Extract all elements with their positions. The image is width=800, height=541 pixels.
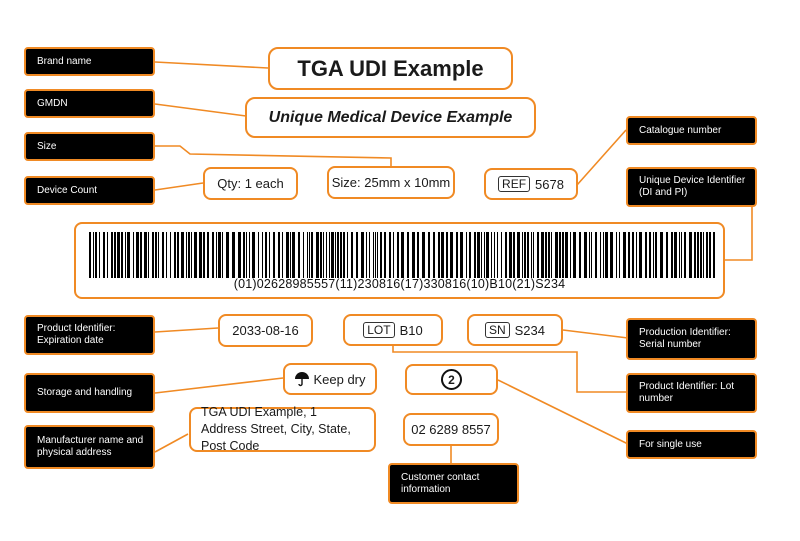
label-udi: Unique Device Identifier (DI and PI): [626, 167, 757, 207]
label-single-use: For single use: [626, 430, 757, 459]
label-catalogue-number-text: Catalogue number: [639, 124, 722, 136]
label-lot-number: Product Identifier: Lot number: [626, 373, 757, 413]
qty-text: Qty: 1 each: [217, 176, 284, 191]
expiry-text: 2033-08-16: [232, 323, 299, 338]
label-device-count: Device Count: [24, 176, 155, 205]
sn-symbol: SN: [484, 322, 510, 338]
do-not-reuse-icon: 2: [441, 369, 462, 390]
label-serial-number-text: Production Identifier: Serial number: [639, 327, 731, 350]
label-expiration-date: Product Identifier: Expiration date: [24, 315, 155, 355]
udi-barcode: (01)02628985557(11)230816(17)330816(10)B…: [74, 222, 725, 299]
label-udi-text: Unique Device Identifier (DI and PI): [639, 175, 746, 198]
brand-field: TGA UDI Example: [268, 47, 513, 90]
label-brand-name: Brand name: [24, 47, 155, 76]
phone-text: 02 6289 8557: [411, 422, 491, 437]
address-text: TGA UDI Example, 1 Address Street, City,…: [201, 405, 351, 453]
barcode-hri-text: (01)02628985557(11)230816(17)330816(10)B…: [233, 277, 566, 291]
lot-symbol: LOT: [363, 322, 395, 338]
sn-field: SN S234: [467, 314, 563, 346]
label-storage-handling-text: Storage and handling: [37, 387, 133, 398]
keep-dry-field: Keep dry: [283, 363, 377, 395]
label-catalogue-number: Catalogue number: [626, 116, 757, 145]
label-gmdn-text: GMDN: [37, 97, 68, 109]
label-lot-number-text: Product Identifier: Lot number: [639, 381, 735, 404]
size-field: Size: 25mm x 10mm: [327, 166, 455, 199]
label-device-count-text: Device Count: [37, 184, 98, 196]
sn-value: S234: [514, 322, 546, 338]
gmdn-field: Unique Medical Device Example: [245, 97, 536, 138]
ref-value: 5678: [535, 176, 564, 192]
keep-dry-text: Keep dry: [313, 371, 366, 387]
label-size-text: Size: [37, 140, 57, 152]
label-gmdn: GMDN: [24, 89, 155, 118]
barcode-bars: [89, 232, 715, 278]
label-customer-contact-text: Customer contact information: [401, 471, 480, 495]
label-customer-contact: Customer contact information: [388, 463, 519, 504]
address-field: TGA UDI Example, 1 Address Street, City,…: [189, 405, 376, 453]
brand-text: TGA UDI Example: [297, 55, 484, 81]
catalogue-field: REF 5678: [484, 168, 578, 200]
label-serial-number: Production Identifier: Serial number: [626, 318, 757, 360]
label-brand-name-text: Brand name: [37, 55, 92, 67]
ref-symbol: REF: [498, 176, 531, 192]
label-manufacturer: Manufacturer name and physical address: [24, 425, 155, 469]
qty-field: Qty: 1 each: [203, 167, 298, 200]
lot-field: LOT B10: [343, 314, 443, 346]
gmdn-text: Unique Medical Device Example: [268, 108, 513, 126]
lot-value: B10: [399, 322, 423, 338]
label-manufacturer-text: Manufacturer name and physical address: [37, 435, 144, 458]
size-text: Size: 25mm x 10mm: [331, 175, 451, 190]
label-single-use-text: For single use: [639, 438, 702, 450]
label-storage-handling: Storage and handling: [24, 373, 155, 413]
umbrella-icon: [294, 371, 310, 387]
phone-field: 02 6289 8557: [403, 413, 499, 446]
label-expiration-date-text: Product Identifier: Expiration date: [37, 323, 116, 346]
label-size: Size: [24, 132, 155, 161]
expiry-field: 2033-08-16: [218, 314, 313, 347]
single-use-field: 2: [405, 364, 498, 395]
